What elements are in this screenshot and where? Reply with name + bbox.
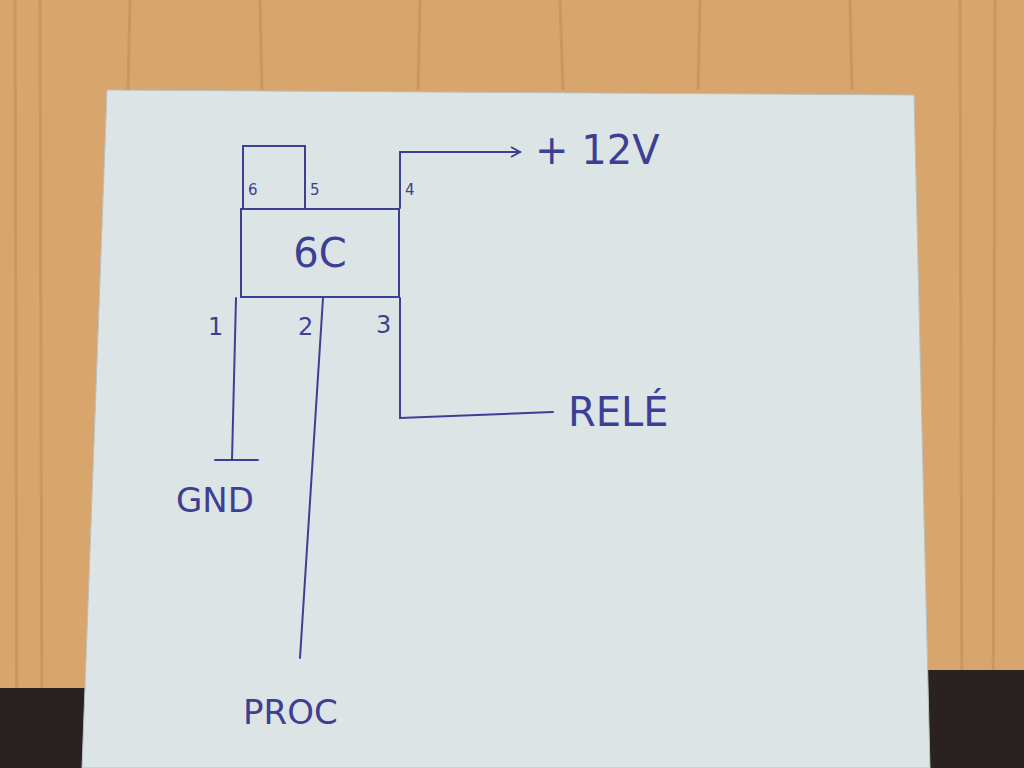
pin-number: 1 — [208, 314, 223, 340]
table-shadow — [925, 670, 1024, 768]
pin-number: 3 — [376, 312, 391, 338]
table-shadow — [0, 688, 90, 768]
paper-sheet — [82, 90, 930, 768]
signal-label: PROC — [243, 694, 338, 731]
signal-label: RELÉ — [568, 390, 669, 434]
proc-wire — [300, 298, 323, 658]
ic-package: 6C — [240, 208, 400, 298]
pin-loop-wire — [243, 146, 305, 208]
pin-number: 6 — [248, 182, 258, 199]
part-label: 6C — [293, 231, 346, 275]
wood-grain — [15, 0, 995, 768]
wires — [215, 146, 553, 658]
pin-number: 2 — [298, 314, 313, 340]
relay-wire — [400, 298, 553, 418]
ground-label: GND — [176, 482, 254, 519]
supply-label: + 12V — [535, 128, 660, 172]
ground-symbol — [215, 459, 258, 461]
ground-wire — [232, 298, 236, 460]
pin-number: 5 — [310, 182, 320, 199]
pin-number: 4 — [405, 182, 415, 199]
supply-wire — [400, 152, 520, 208]
